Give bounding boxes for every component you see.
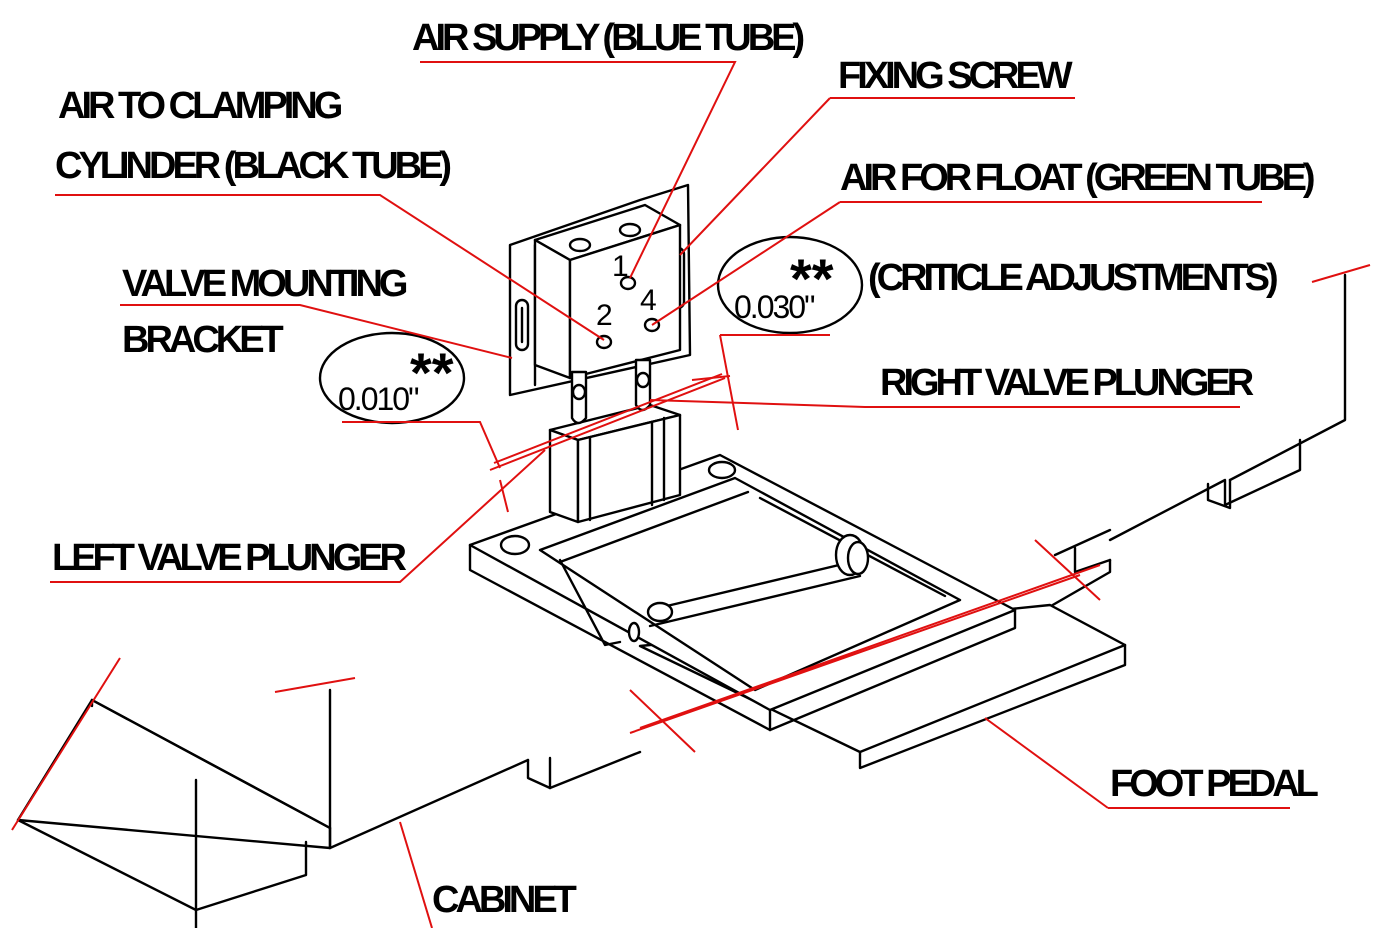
port-1-label: 1 — [612, 250, 629, 283]
label-air-for-float: AIR FOR FLOAT (GREEN TUBE) — [840, 157, 1314, 199]
valve-plungers — [570, 358, 652, 425]
right-gap-value: 0.030" — [734, 289, 814, 325]
label-left-valve-plunger: LEFT VALVE PLUNGER — [52, 537, 406, 579]
labels: AIR SUPPLY (BLUE TUBE) FIXING SCREW AIR … — [52, 17, 1323, 921]
label-valve-mounting-1: VALVE MOUNTING — [122, 263, 407, 305]
valve-body: 1 2 4 — [533, 203, 682, 380]
port-2-label: 2 — [596, 299, 613, 332]
left-critical-marker: ** — [410, 341, 454, 404]
label-valve-mounting-2: BRACKET — [122, 319, 284, 361]
label-cabinet: CABINET — [432, 879, 577, 921]
plunger-block — [548, 403, 682, 524]
port-4-label: 4 — [640, 284, 657, 317]
right-critical-marker: ** — [790, 247, 834, 310]
label-critical-adjustments: (CRITICLE ADJUSTMENTS) — [868, 257, 1277, 299]
label-air-to-clamping-2: CYLINDER (BLACK TUBE) — [55, 145, 450, 187]
label-fixing-screw: FIXING SCREW — [838, 55, 1073, 97]
leader-lines — [11, 61, 1371, 928]
right-gap-callout — [716, 235, 864, 335]
left-gap-value: 0.010" — [338, 381, 418, 417]
label-right-valve-plunger: RIGHT VALVE PLUNGER — [880, 362, 1254, 404]
label-foot-pedal: FOOT PEDAL — [1110, 763, 1319, 805]
label-air-supply: AIR SUPPLY (BLUE TUBE) — [412, 17, 804, 59]
label-air-to-clamping-1: AIR TO CLAMPING — [58, 85, 342, 127]
